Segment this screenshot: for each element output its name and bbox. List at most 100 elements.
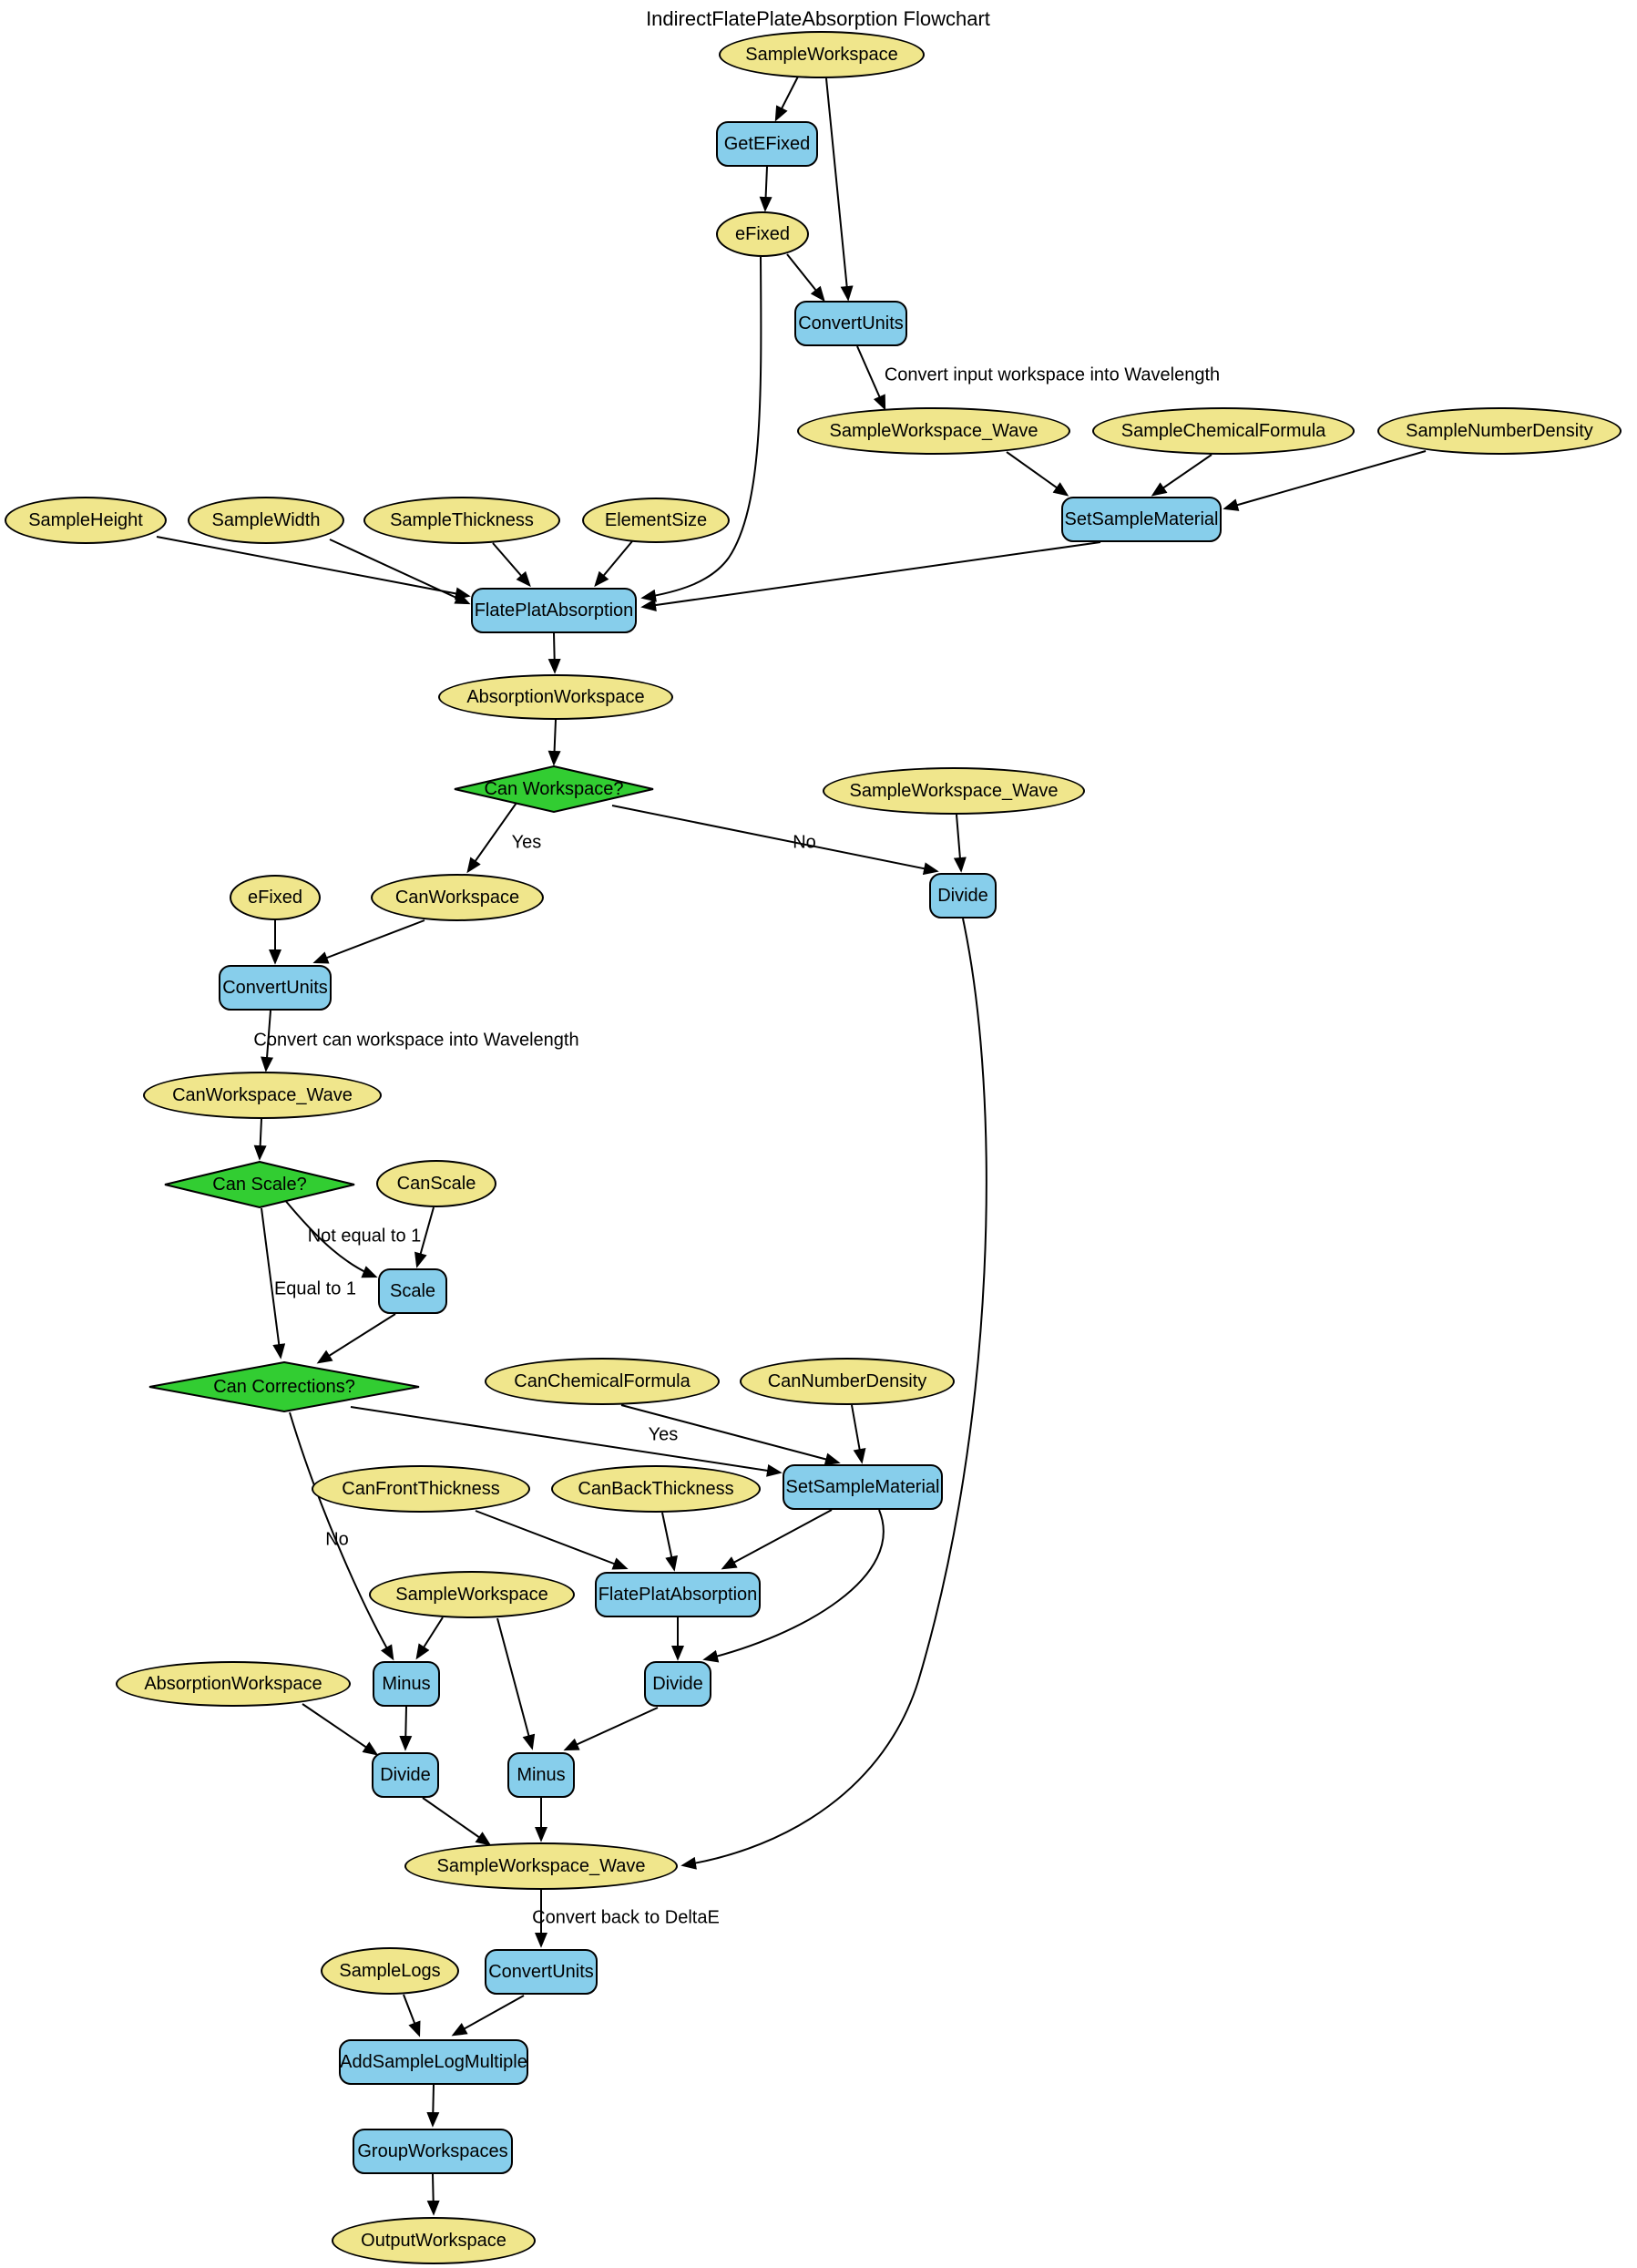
edge-get-efixed-to-efixed-1	[759, 166, 772, 212]
node-sample-logs: SampleLogs	[321, 1947, 459, 1995]
node-label: CanWorkspace_Wave	[172, 1084, 353, 1105]
edge-can-front-thickness-to-flate-plat-absorption-2	[475, 1510, 629, 1570]
edge-sample-width-to-flate-plat-absorption-1	[329, 539, 471, 605]
node-label: CanNumberDensity	[767, 1370, 927, 1391]
node-can-chemical-formula: CanChemicalFormula	[485, 1358, 720, 1405]
node-divide-2: Divide	[644, 1661, 711, 1707]
node-add-sample-log-multiple: AddSampleLogMultiple	[339, 2039, 528, 2085]
node-sample-workspace-wave-3: SampleWorkspace_Wave	[404, 1842, 678, 1890]
node-label: Can Scale?	[212, 1174, 307, 1195]
node-divide-3: Divide	[372, 1752, 439, 1798]
edge-flate-plat-absorption-1-to-absorption-workspace-1	[547, 632, 561, 674]
node-can-workspace-question: Can Workspace?	[453, 765, 655, 813]
edge-convert-units-1-to-sample-workspace-wave-1	[856, 345, 886, 411]
diagram-title: IndirectFlatePlateAbsorption Flowchart	[646, 7, 990, 30]
node-sample-workspace-wave-1: SampleWorkspace_Wave	[797, 407, 1070, 455]
node-can-front-thickness: CanFrontThickness	[312, 1465, 530, 1513]
node-label: AddSampleLogMultiple	[340, 2051, 527, 2072]
edge-sample-number-density-to-set-sample-material-1	[1223, 450, 1427, 511]
node-flate-plat-absorption-2: FlatePlatAbsorption	[595, 1572, 761, 1617]
node-convert-units-2: ConvertUnits	[219, 965, 332, 1011]
node-label: FlatePlatAbsorption	[598, 1584, 758, 1605]
node-efixed-2: eFixed	[230, 875, 321, 920]
edge-divide-1-to-sample-workspace-wave-3	[680, 918, 987, 1870]
node-label: CanScale	[396, 1173, 476, 1194]
node-convert-units-3: ConvertUnits	[485, 1949, 598, 1995]
edge-label-can-corrections-question-to-minus-1: No	[325, 1529, 349, 1550]
node-label: Minus	[382, 1673, 431, 1694]
node-flate-plat-absorption-1: FlatePlatAbsorption	[471, 588, 637, 633]
edge-minus-1-to-divide-3	[399, 1706, 413, 1751]
edge-label-convert-units-2-to-can-workspace-wave: Convert can workspace into Wavelength	[253, 1030, 579, 1051]
node-get-efixed: GetEFixed	[716, 121, 818, 167]
edge-can-corrections-question-to-minus-1	[289, 1411, 394, 1661]
node-label: AbsorptionWorkspace	[144, 1673, 322, 1694]
diamond-shape	[148, 1361, 420, 1412]
node-label: ConvertUnits	[798, 313, 904, 334]
node-label: Divide	[937, 885, 988, 906]
node-sample-width: SampleWidth	[188, 497, 344, 544]
node-can-back-thickness: CanBackThickness	[551, 1465, 761, 1513]
node-minus-1: Minus	[373, 1661, 440, 1707]
edge-convert-units-2-to-can-workspace-wave	[261, 1010, 274, 1072]
node-convert-units-1: ConvertUnits	[794, 301, 907, 346]
node-can-scale-question: Can Scale?	[163, 1161, 356, 1208]
node-label: SetSampleMaterial	[1064, 508, 1219, 529]
node-sample-workspace-2: SampleWorkspace	[369, 1571, 575, 1618]
edge-set-sample-material-2-to-divide-2	[702, 1509, 885, 1663]
node-label: Divide	[652, 1673, 703, 1694]
node-label: SampleChemicalFormula	[1120, 420, 1326, 441]
edge-can-number-density-to-set-sample-material-2	[851, 1404, 866, 1464]
edge-label-convert-units-1-to-sample-workspace-wave-1: Convert input workspace into Wavelength	[884, 364, 1221, 385]
edge-can-chemical-formula-to-set-sample-material-2	[620, 1404, 841, 1466]
edge-sample-workspace-1-to-get-efixed	[774, 76, 799, 122]
diamond-shape	[454, 765, 654, 813]
edge-sample-height-to-flate-plat-absorption-1	[156, 536, 471, 600]
node-label: CanChemicalFormula	[514, 1370, 691, 1391]
edge-sample-chemical-formula-to-set-sample-material-1	[1151, 454, 1212, 497]
edge-group-workspaces-to-output-workspace	[426, 2173, 440, 2216]
edge-can-workspace-question-to-divide-1	[611, 805, 939, 876]
node-label: CanBackThickness	[578, 1478, 734, 1499]
node-set-sample-material-1: SetSampleMaterial	[1061, 497, 1222, 542]
edge-can-scale-question-to-scale	[283, 1198, 378, 1278]
edge-sample-logs-to-add-sample-log-multiple	[403, 1994, 421, 2037]
node-absorption-workspace-2: AbsorptionWorkspace	[116, 1661, 351, 1707]
node-label: FlatePlatAbsorption	[474, 600, 634, 621]
edge-add-sample-log-multiple-to-group-workspaces	[426, 2084, 440, 2128]
edge-sample-workspace-1-to-convert-units-1	[825, 77, 854, 302]
edge-efixed-1-to-convert-units-1	[786, 253, 825, 303]
node-can-corrections-question: Can Corrections?	[148, 1361, 421, 1412]
node-label: eFixed	[247, 887, 303, 908]
node-divide-1: Divide	[929, 873, 997, 918]
node-label: SampleWorkspace_Wave	[829, 420, 1038, 441]
node-label: CanWorkspace	[394, 887, 520, 908]
node-label: ConvertUnits	[222, 977, 328, 998]
node-output-workspace: OutputWorkspace	[332, 2217, 536, 2264]
edge-sample-workspace-2-to-minus-2	[496, 1617, 536, 1750]
node-label: GroupWorkspaces	[357, 2140, 508, 2161]
edge-set-sample-material-2-to-flate-plat-absorption-2	[721, 1509, 833, 1570]
node-label: SampleThickness	[390, 509, 534, 530]
node-label: Minus	[517, 1764, 566, 1785]
node-label: SampleWorkspace_Wave	[436, 1855, 646, 1876]
edge-sample-thickness-to-flate-plat-absorption-1	[492, 542, 531, 588]
edge-sample-workspace-wave-2-to-divide-1	[953, 814, 967, 873]
node-sample-thickness: SampleThickness	[363, 497, 560, 544]
edge-convert-units-3-to-add-sample-log-multiple	[451, 1995, 525, 2037]
node-label: Scale	[389, 1280, 436, 1301]
node-absorption-workspace-1: AbsorptionWorkspace	[438, 674, 673, 720]
node-label: SampleWorkspace	[745, 44, 898, 65]
edge-label-can-workspace-question-to-can-workspace: Yes	[511, 832, 542, 853]
edge-can-corrections-question-to-set-sample-material-2	[350, 1406, 783, 1477]
edge-divide-3-to-sample-workspace-wave-3	[422, 1797, 492, 1846]
node-sample-workspace-1: SampleWorkspace	[719, 31, 925, 78]
node-element-size: ElementSize	[582, 498, 730, 543]
node-label: ConvertUnits	[488, 1961, 594, 1982]
node-can-number-density: CanNumberDensity	[740, 1358, 955, 1405]
edge-can-back-thickness-to-flate-plat-absorption-2	[661, 1512, 678, 1572]
node-label: eFixed	[734, 223, 791, 244]
edge-label-can-scale-question-to-can-corrections-question: Equal to 1	[273, 1278, 357, 1299]
